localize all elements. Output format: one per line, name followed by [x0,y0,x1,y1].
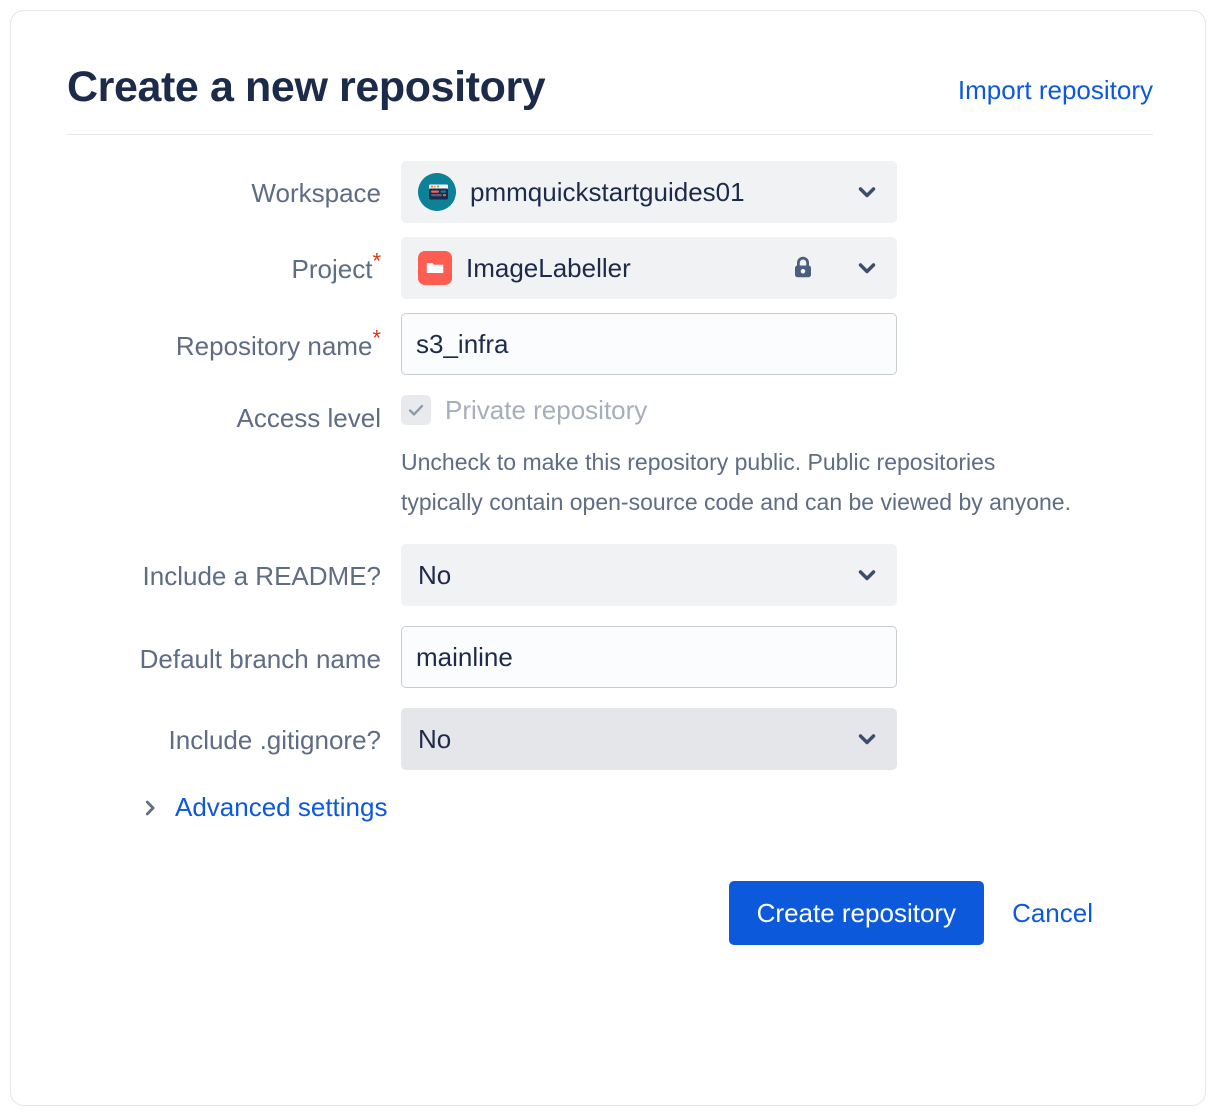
workspace-value: pmmquickstartguides01 [470,176,745,207]
include-readme-label: Include a README? [142,561,381,592]
private-repository-label: Private repository [445,394,648,425]
chevron-down-icon [854,562,880,588]
folder-icon [418,251,452,286]
project-required-asterisk: * [372,248,381,274]
access-level-label: Access level [236,403,382,434]
default-branch-label: Default branch name [139,644,381,675]
import-repository-link[interactable]: Import repository [957,75,1153,106]
create-repository-form: Workspace [67,135,1153,946]
include-gitignore-value: No [418,723,452,754]
chevron-down-icon [854,726,880,752]
advanced-settings-toggle[interactable]: Advanced settings [139,792,387,823]
project-value: ImageLabeller [466,252,631,283]
repository-name-label-text: Repository name [175,331,373,362]
chevron-down-icon [854,255,880,281]
project-label: Project* [67,237,401,286]
repository-name-required-asterisk: * [372,325,381,351]
field-row-include-gitignore: Include .gitignore? No [67,708,1153,771]
workspace-select[interactable]: pmmquickstartguides01 [401,161,897,224]
project-select[interactable]: ImageLabeller [401,237,897,300]
repository-name-value: s3_infra [416,328,509,359]
checkmark-icon [408,405,424,416]
workspace-label: Workspace [251,178,381,209]
advanced-settings-label: Advanced settings [175,792,388,823]
access-level-helper-text: Uncheck to make this repository public. … [401,449,1071,515]
include-readme-value: No [418,559,452,590]
project-label-text: Project [291,254,373,285]
include-gitignore-select[interactable]: No [401,708,897,771]
lock-icon [788,253,818,283]
private-repository-checkbox-row[interactable]: Private repository [401,389,1153,431]
page-title: Create a new repository [67,63,546,111]
field-row-access-level: Access level Private repository Uncheck … [67,389,1153,522]
field-row-default-branch: Default branch name mainline [67,626,1153,689]
field-row-project: Project* ImageLabeller [67,237,1153,300]
workspace-avatar-icon [418,173,456,212]
cancel-button[interactable]: Cancel [996,881,1109,945]
repository-name-input[interactable]: s3_infra [401,313,897,376]
repository-name-label: Repository name* [67,313,401,363]
include-gitignore-label: Include .gitignore? [168,725,381,756]
header-divider [67,134,1153,136]
create-repository-button[interactable]: Create repository [728,881,985,946]
chevron-down-icon [854,179,880,205]
private-repository-checkbox[interactable] [401,395,431,426]
field-row-workspace: Workspace [67,161,1153,224]
field-row-repository-name: Repository name* s3_infra [67,313,1153,376]
default-branch-input[interactable]: mainline [401,626,897,689]
default-branch-value: mainline [416,641,513,672]
form-actions: Create repository Cancel [67,881,1153,946]
field-row-include-readme: Include a README? No [67,544,1153,607]
create-repository-card: Create a new repository Import repositor… [10,10,1206,1106]
card-header: Create a new repository Import repositor… [67,63,1153,134]
include-readme-select[interactable]: No [401,544,897,607]
chevron-right-icon [139,797,161,819]
